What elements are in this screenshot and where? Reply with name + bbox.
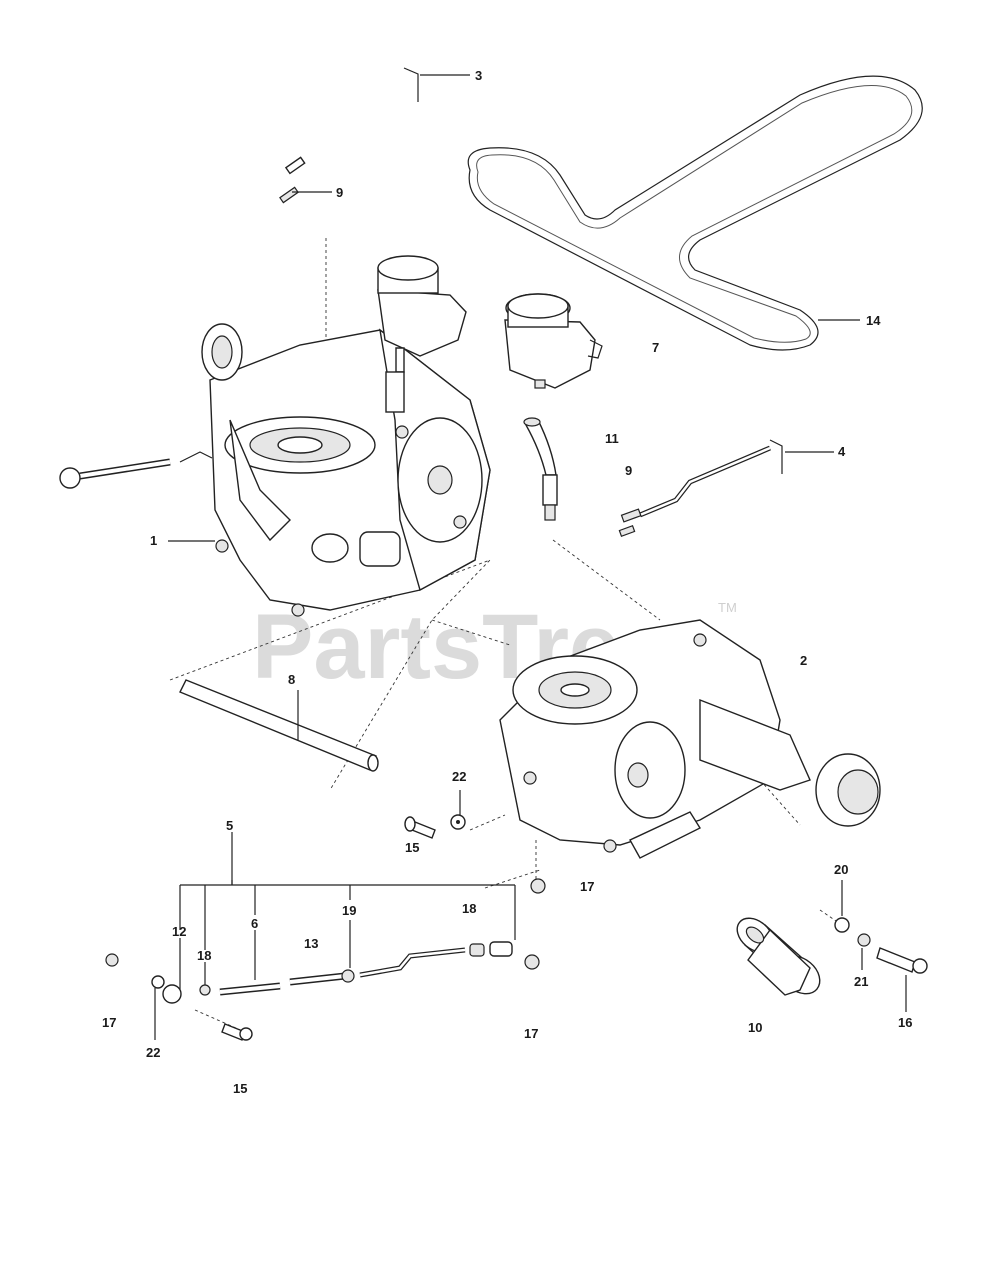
right-transmission — [499, 619, 881, 859]
linkage-assembly — [105, 832, 540, 1041]
callout-20: 20 — [834, 862, 848, 877]
callout-11: 11 — [605, 431, 619, 446]
dashed-guides — [169, 238, 843, 1033]
callout-14: 14 — [866, 313, 881, 328]
callout-8: 8 — [288, 672, 295, 687]
callout-9-right: 9 — [625, 463, 632, 478]
callout-12: 12 — [172, 924, 186, 939]
callout-labels: 1 2 3 4 5 6 7 8 9 9 10 11 12 13 14 15 15… — [102, 68, 912, 1096]
control-rod-upper — [279, 67, 419, 204]
callout-1: 1 — [150, 533, 157, 548]
callout-22-center: 22 — [452, 769, 466, 784]
callout-18-right: 18 — [462, 901, 476, 916]
callout-17-left: 17 — [102, 1015, 116, 1030]
hose-fitting — [523, 417, 558, 521]
watermark-trademark: TM — [718, 600, 737, 615]
callout-16: 16 — [898, 1015, 912, 1030]
drive-belt — [467, 75, 923, 351]
callout-2: 2 — [800, 653, 807, 668]
left-transmission — [201, 323, 491, 617]
callout-21: 21 — [854, 974, 868, 989]
shaft — [179, 679, 379, 772]
callout-17-right: 17 — [580, 879, 594, 894]
callout-6: 6 — [251, 916, 258, 931]
callout-18-left: 18 — [197, 948, 211, 963]
callout-5: 5 — [226, 818, 233, 833]
callout-19: 19 — [342, 903, 356, 918]
bolt-and-washer-center — [404, 814, 546, 894]
callout-4: 4 — [838, 444, 846, 459]
reservoir — [504, 293, 603, 389]
callout-17-lower: 17 — [524, 1026, 538, 1041]
leader-lines — [154, 74, 907, 1040]
callout-9-upper: 9 — [336, 185, 343, 200]
callout-15-lower: 15 — [233, 1081, 247, 1096]
callout-7: 7 — [652, 340, 659, 355]
callout-22-left: 22 — [146, 1045, 160, 1060]
reservoir-attached — [377, 255, 467, 413]
bolt-washer-right — [834, 917, 928, 974]
callout-10: 10 — [748, 1020, 762, 1035]
oil-filter — [736, 917, 821, 996]
tie-rod-left — [59, 451, 213, 489]
control-rod-right — [618, 439, 783, 537]
callout-13: 13 — [304, 936, 318, 951]
callout-15-center: 15 — [405, 840, 419, 855]
callout-3: 3 — [475, 68, 482, 83]
